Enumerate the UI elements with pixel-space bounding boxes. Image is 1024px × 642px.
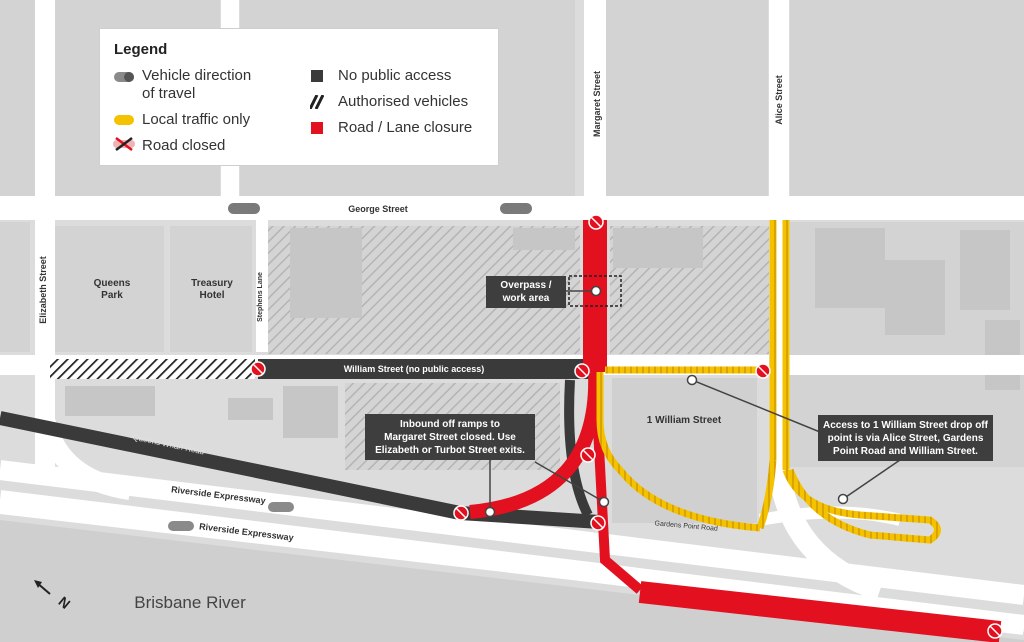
road-closed-icon (453, 505, 469, 521)
legend-vehicle-direction: Vehicle direction of travel (142, 67, 252, 102)
road-closed-icon (987, 623, 1003, 639)
legend-no-public-access: No public access (338, 67, 452, 84)
road-closure-swatch (311, 122, 323, 134)
overpass-callout: Overpass / work area (486, 276, 566, 308)
william-street-label: William Street (no public access) (344, 364, 484, 374)
legend-local-traffic: Local traffic only (142, 111, 251, 128)
local-traffic-icon (114, 115, 134, 125)
road-closures (469, 220, 1002, 642)
access-callout: Access to 1 William Street drop off poin… (818, 415, 993, 461)
direction-arrow-icon (114, 72, 134, 82)
inbound-ramps-callout: Inbound off ramps to Margaret Street clo… (365, 414, 535, 460)
arrow-icon (500, 203, 532, 214)
brisbane-river-label: Brisbane River (134, 593, 246, 612)
elizabeth-street-label: Elizabeth Street (38, 256, 48, 324)
legend-road-closed: Road closed (142, 137, 226, 154)
legend-authorised-vehicles: Authorised vehicles (338, 93, 469, 110)
buildings (65, 228, 1020, 438)
road-closed-icon (574, 363, 590, 379)
road-closed-icon (755, 363, 771, 379)
legend: Legend Vehicle direction of travel Local… (99, 28, 499, 166)
one-william-street-label: 1 William Street (647, 415, 722, 426)
authorised-vehicles-swatch (310, 95, 324, 109)
arrow-icon (268, 502, 294, 512)
stephens-lane-label: Stephens Lane (257, 272, 264, 322)
road-closed-icon (580, 447, 596, 463)
george-street-label: George Street (348, 204, 408, 214)
arrow-icon (168, 521, 194, 531)
road-closed-icon (113, 137, 135, 151)
direction-arrows (168, 203, 532, 531)
authorised-vehicles-strip (50, 359, 255, 379)
alice-street-label: Alice Street (774, 75, 784, 125)
legend-road-lane-closure: Road / Lane closure (338, 119, 473, 136)
arrow-icon (228, 203, 260, 214)
no-public-access-swatch (311, 70, 323, 82)
local-traffic-routes (596, 220, 941, 544)
road-closed-icon (588, 214, 604, 230)
margaret-street-label: Margaret Street (592, 71, 602, 137)
legend-title: Legend (114, 41, 168, 58)
road-closed-markers (250, 214, 1003, 639)
callout-leaders (484, 275, 901, 518)
road-closed-icon (250, 361, 266, 377)
road-closed-icon (590, 515, 606, 531)
